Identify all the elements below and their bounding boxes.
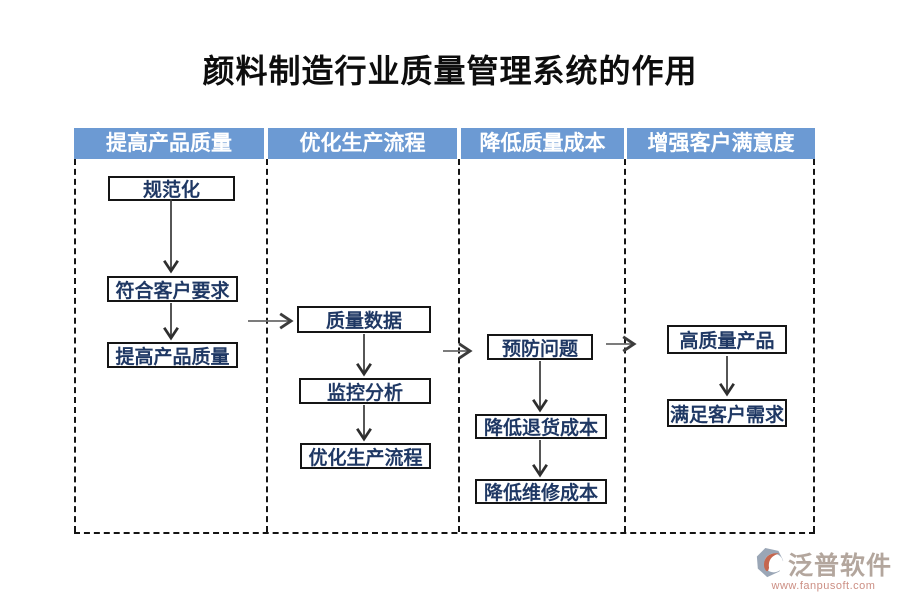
flow-box-reduce-repair-cost: 降低维修成本 xyxy=(475,479,607,504)
lane-divider-right xyxy=(813,159,815,532)
flow-box-prevent-problems: 预防问题 xyxy=(487,334,593,360)
lane-divider-1-2 xyxy=(266,159,268,532)
flow-box-meet-customer-requirements: 符合客户要求 xyxy=(107,276,238,302)
flow-box-quality-data: 质量数据 xyxy=(297,306,431,333)
flow-box-satisfy-customer-needs: 满足客户需求 xyxy=(667,399,787,427)
lane-divider-2-3 xyxy=(458,159,460,532)
watermark: 泛普软件 www.fanpusoft.com xyxy=(755,547,892,592)
lane-divider-left xyxy=(74,159,76,532)
page-title: 颜料制造行业质量管理系统的作用 xyxy=(202,53,698,89)
flow-box-improve-product-quality: 提高产品质量 xyxy=(107,342,238,368)
lane-divider-3-4 xyxy=(624,159,626,532)
flow-box-optimize-production-process: 优化生产流程 xyxy=(300,443,431,469)
fanpu-logo-icon xyxy=(756,548,784,578)
watermark-brand: 泛普软件 xyxy=(787,552,892,580)
flow-box-reduce-return-cost: 降低退货成本 xyxy=(475,414,607,439)
flow-box-high-quality-product: 高质量产品 xyxy=(667,325,787,354)
flow-box-monitoring-analysis: 监控分析 xyxy=(299,378,431,404)
flow-box-standardization: 规范化 xyxy=(108,176,235,201)
lane-header-improve-product-quality: 提高产品质量 xyxy=(74,128,264,159)
watermark-url: www.fanpusoft.com xyxy=(771,580,876,592)
lane-header-enhance-customer-satisfaction: 增强客户满意度 xyxy=(627,128,815,159)
diagram-bottom-border xyxy=(74,532,815,534)
lane-header-reduce-quality-cost: 降低质量成本 xyxy=(461,128,624,159)
lane-header-optimize-production-process: 优化生产流程 xyxy=(268,128,457,159)
